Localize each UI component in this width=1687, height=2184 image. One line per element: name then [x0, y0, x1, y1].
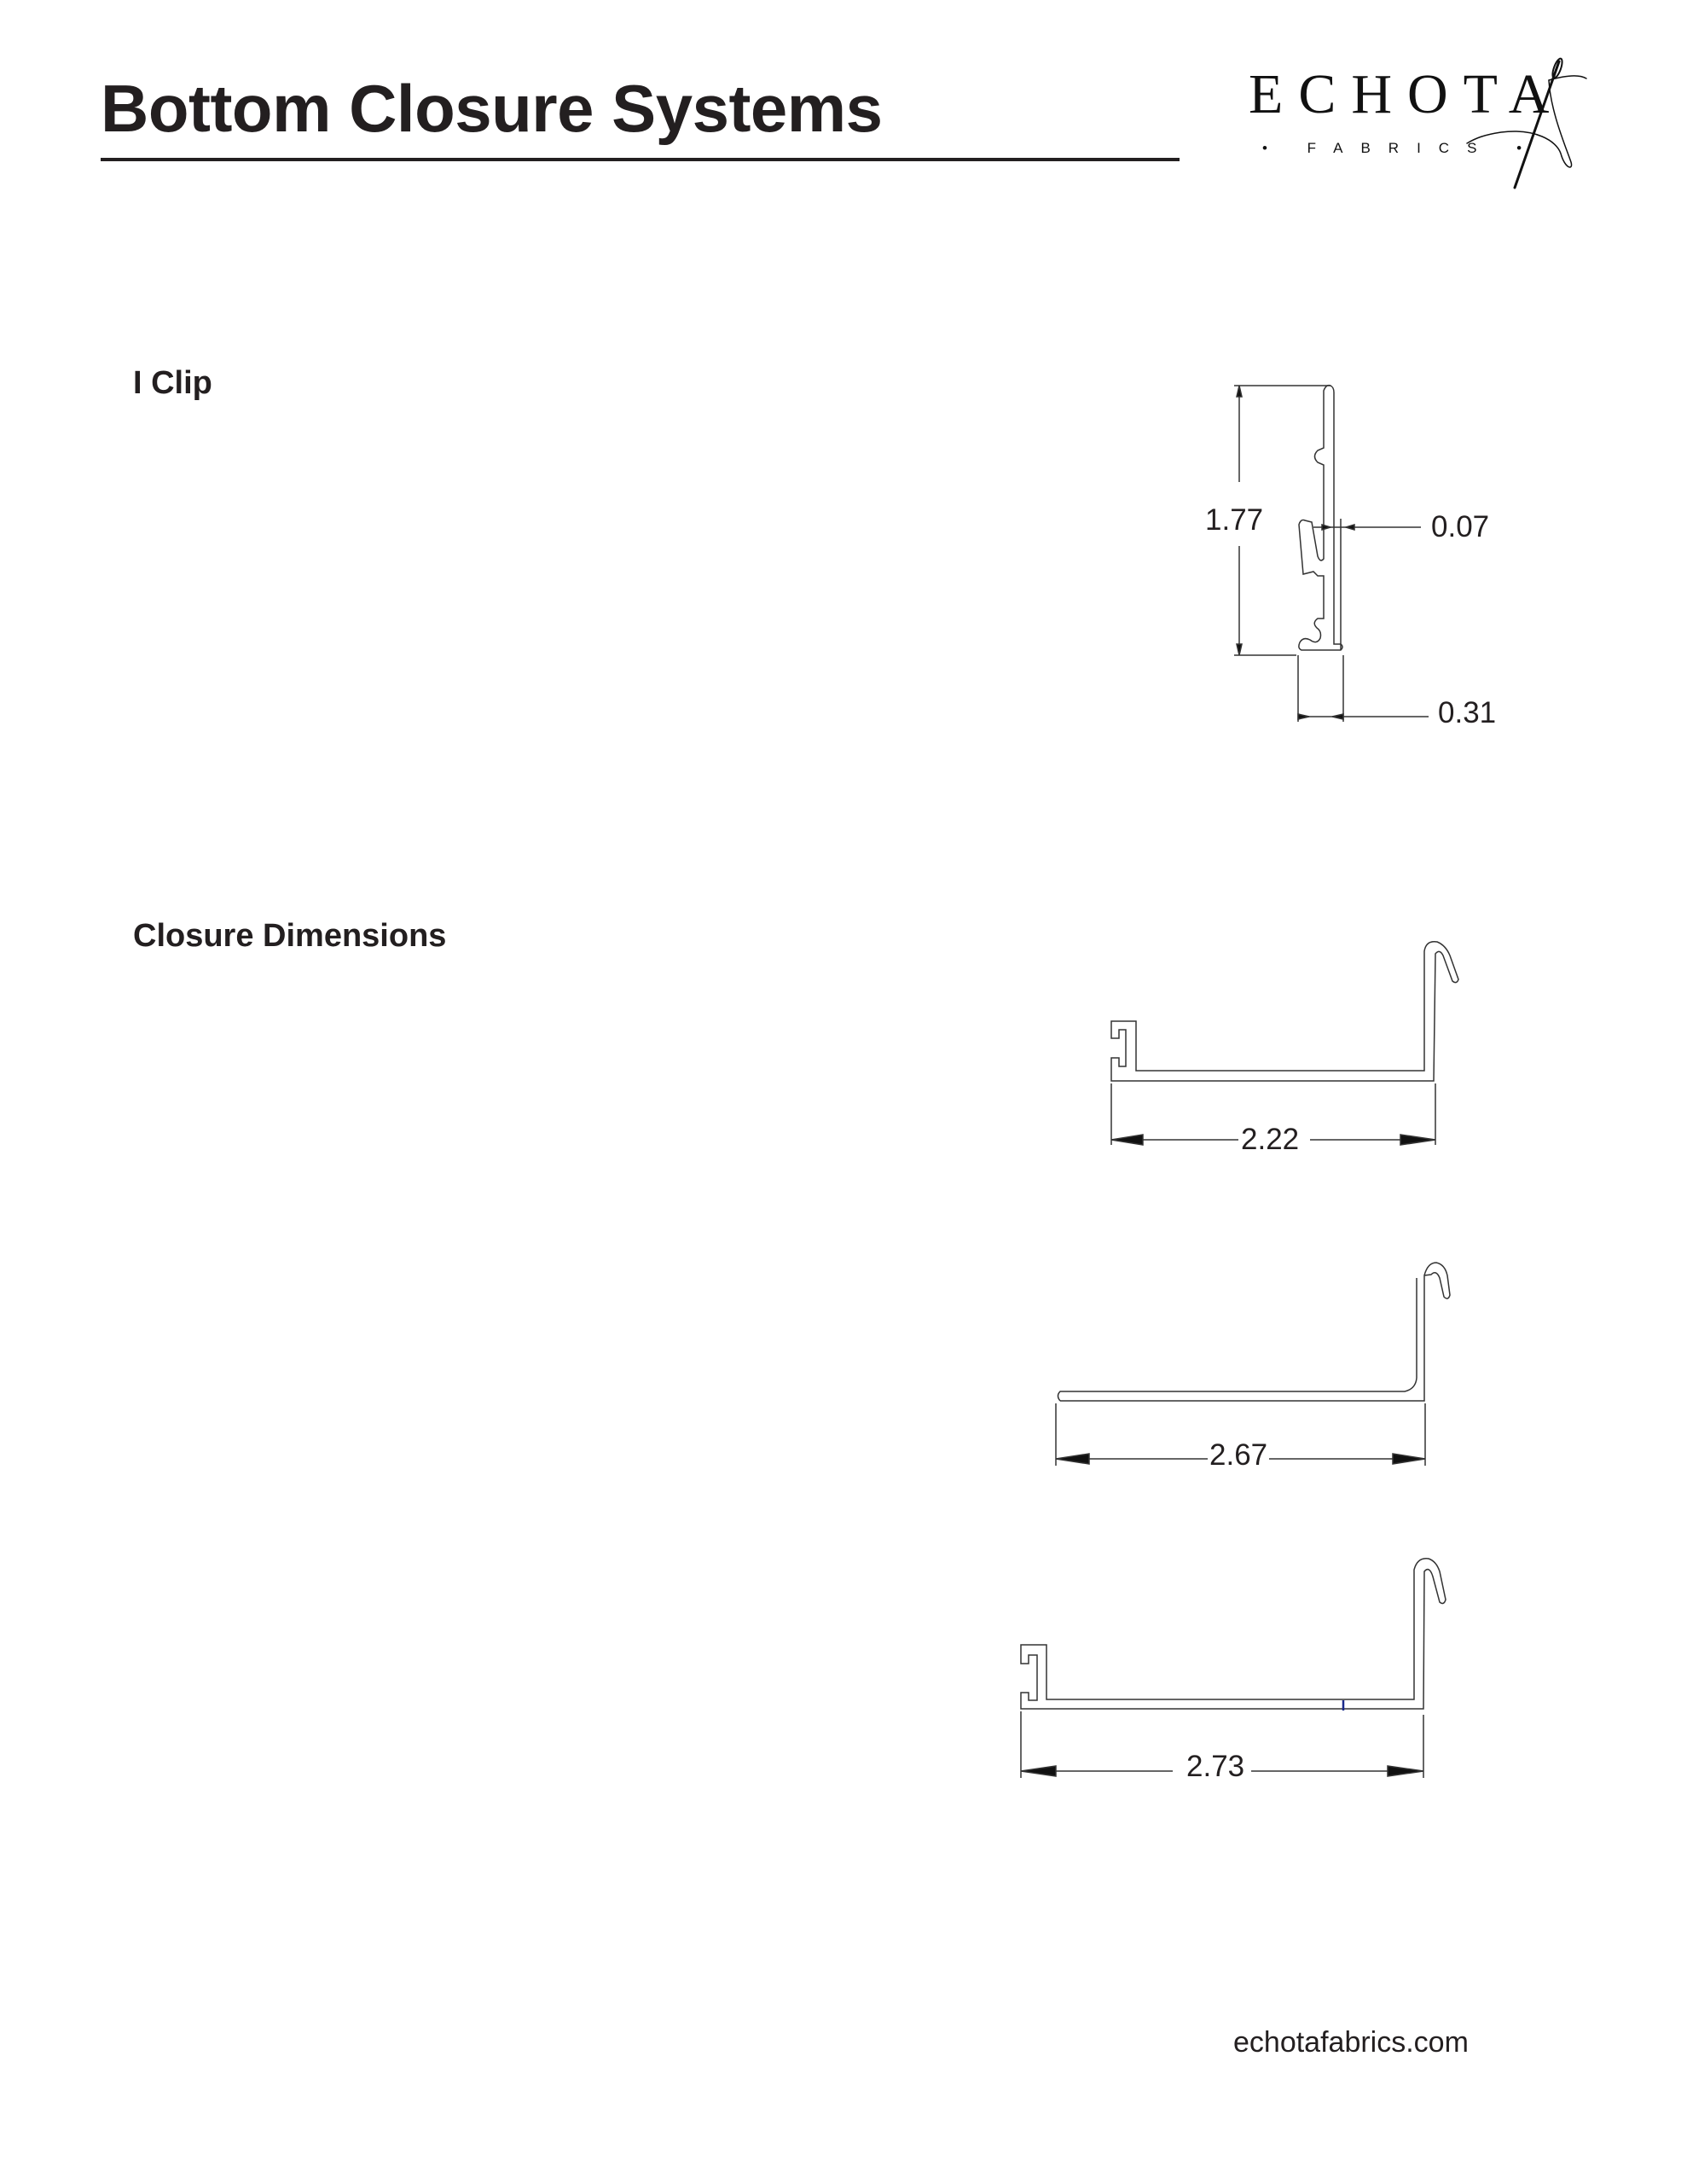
- section-heading-i-clip: I Clip: [133, 365, 212, 401]
- logo-subtitle: • FABRICS •: [1262, 140, 1540, 156]
- section-heading-closure-dimensions: Closure Dimensions: [133, 918, 447, 954]
- logo-wordmark: ECHOTA: [1249, 63, 1565, 125]
- i-clip-drawing: [1234, 384, 1429, 722]
- dim-label-base-width: 0.31: [1438, 696, 1497, 729]
- closure-profile-2-drawing: [1055, 1262, 1451, 1466]
- closure-profile-1-drawing: [1110, 940, 1459, 1146]
- needle-and-thread-icon: [1466, 57, 1587, 189]
- dim-label-closure-2: 2.67: [1209, 1438, 1268, 1472]
- echota-logo: ECHOTA • FABRICS •: [1228, 43, 1603, 205]
- dim-label-height: 1.77: [1205, 503, 1264, 537]
- title-underline: [101, 158, 1180, 161]
- dim-label-thickness: 0.07: [1431, 510, 1490, 543]
- closure-profile-3-drawing: [1020, 1558, 1446, 1778]
- footer-website-url: echotafabrics.com: [1233, 2026, 1469, 2059]
- dim-label-closure-1: 2.22: [1241, 1123, 1300, 1156]
- page-title: Bottom Closure Systems: [101, 71, 883, 146]
- dim-label-closure-3: 2.73: [1186, 1750, 1245, 1783]
